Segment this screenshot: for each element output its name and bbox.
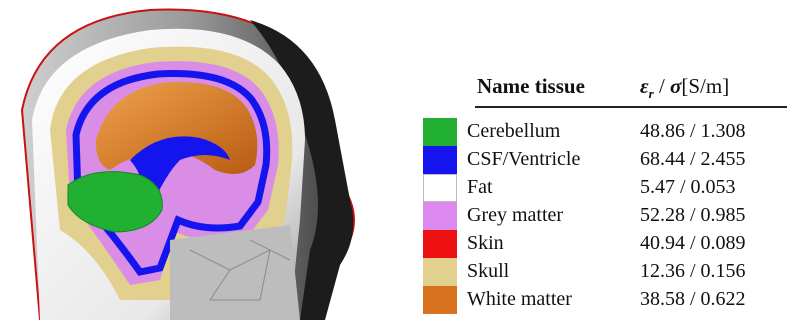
legend-row-cerebellum: Cerebellum 48.86 / 1.308	[415, 118, 787, 146]
color-swatch	[423, 286, 457, 314]
header-rule	[475, 106, 787, 108]
tissue-name: Fat	[467, 176, 493, 199]
color-swatch	[423, 230, 457, 258]
legend-row-grey-matter: Grey matter 52.28 / 0.985	[415, 202, 787, 230]
tissue-value: 48.86 / 1.308	[640, 120, 746, 143]
color-swatch	[423, 202, 457, 230]
tissue-value: 52.28 / 0.985	[640, 204, 746, 227]
head-cross-section-image	[0, 0, 400, 320]
tissue-value: 5.47 / 0.053	[640, 176, 736, 199]
legend-row-fat: Fat 5.47 / 0.053	[415, 174, 787, 202]
color-swatch	[423, 174, 457, 202]
tissue-legend: Name tissue εr / σ[S/m] Cerebellum 48.86…	[415, 66, 787, 320]
header-unit: [S/m]	[681, 74, 729, 98]
header-name-tissue: Name tissue	[477, 74, 585, 99]
legend-row-skin: Skin 40.94 / 0.089	[415, 230, 787, 258]
legend-rows: Cerebellum 48.86 / 1.308 CSF/Ventricle 6…	[415, 118, 787, 314]
tissue-value: 38.58 / 0.622	[640, 288, 746, 311]
tissue-value: 40.94 / 0.089	[640, 232, 746, 255]
head-model-render	[0, 0, 400, 320]
header-properties: εr / σ[S/m]	[640, 74, 729, 102]
color-swatch	[423, 118, 457, 146]
tissue-name: Skull	[467, 260, 509, 283]
tissue-name: White matter	[467, 288, 572, 311]
tissue-value: 68.44 / 2.455	[640, 148, 746, 171]
tissue-name: Grey matter	[467, 204, 563, 227]
color-swatch	[423, 258, 457, 286]
legend-row-skull: Skull 12.36 / 0.156	[415, 258, 787, 286]
tissue-name: Skin	[467, 232, 504, 255]
tissue-name: Cerebellum	[467, 120, 560, 143]
color-swatch	[423, 146, 457, 174]
legend-row-white-matter: White matter 38.58 / 0.622	[415, 286, 787, 314]
tissue-value: 12.36 / 0.156	[640, 260, 746, 283]
legend-row-csf-ventricle: CSF/Ventricle 68.44 / 2.455	[415, 146, 787, 174]
tissue-name: CSF/Ventricle	[467, 148, 580, 171]
legend-header: Name tissue εr / σ[S/m]	[415, 66, 787, 106]
